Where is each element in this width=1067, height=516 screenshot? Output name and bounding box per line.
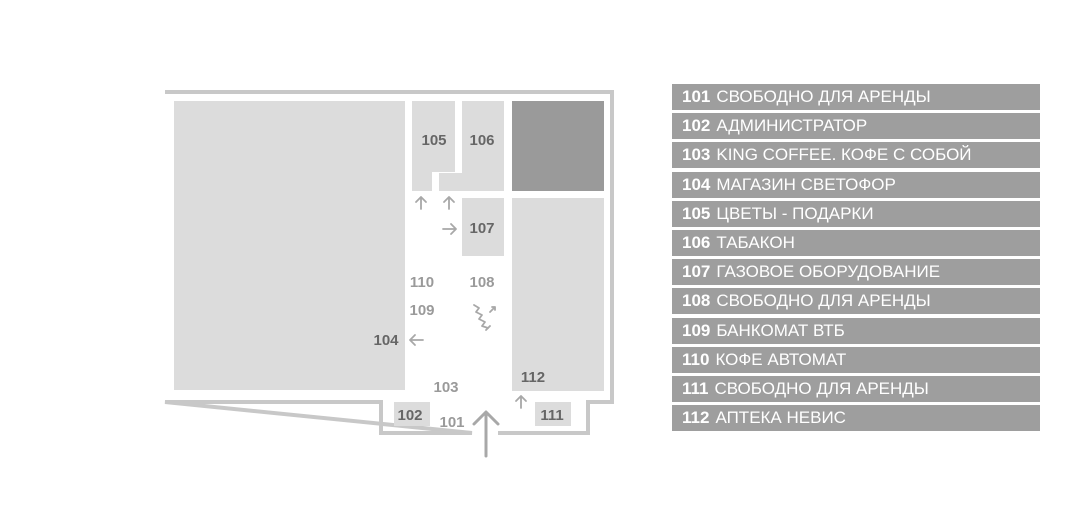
arrow-right-icon: [442, 223, 457, 235]
legend-name: KING COFFEE. КОФЕ С СОБОЙ: [716, 145, 972, 165]
legend-code: 110: [682, 349, 710, 369]
room-label-112: 112: [521, 369, 545, 386]
room-label-108: 108: [469, 274, 494, 291]
legend-code: 111: [682, 378, 709, 398]
floor-plan-map: 105 106 107 110 108 109 104 103 112 102 …: [164, 90, 614, 458]
room-label-103: 103: [433, 379, 458, 396]
arrow-up-icon: [443, 196, 455, 210]
room-105[interactable]: [412, 101, 455, 191]
legend-code: 102: [682, 116, 711, 136]
legend-code: 103: [682, 145, 711, 165]
arrow-left-icon: [409, 334, 424, 346]
legend-name: ТАБАКОН: [716, 232, 795, 252]
legend-name: АДМИНИСТРАТОР: [716, 116, 868, 136]
room-111[interactable]: [535, 402, 571, 426]
legend-name: СВОБОДНО ДЛЯ АРЕНДЫ: [716, 87, 931, 106]
legend-name: СВОБОДНО ДЛЯ АРЕНДЫ: [714, 378, 929, 398]
room-107[interactable]: [462, 198, 504, 256]
room-label-106: 106: [469, 132, 494, 149]
room-label-101: 101: [439, 414, 464, 431]
building-outline: [164, 90, 614, 435]
arrow-up-icon: [515, 395, 527, 409]
legend-code: 107: [682, 262, 711, 282]
room-label-105: 105: [421, 132, 446, 149]
room-label-104: 104: [373, 332, 399, 349]
legend-code: 112: [682, 408, 710, 428]
room-102[interactable]: [394, 402, 430, 426]
legend-code: 109: [682, 320, 711, 340]
legend-name: МАГАЗИН СВЕТОФОР: [716, 174, 896, 194]
legend-name: ГАЗОВОЕ ОБОРУДОВАНИЕ: [716, 262, 941, 282]
room-104[interactable]: [174, 101, 405, 390]
legend-row-101[interactable]: 101 СВОБОДНО ДЛЯ АРЕНДЫ: [672, 84, 1040, 110]
legend-code: 106: [682, 232, 711, 252]
room-label-110: 110: [410, 274, 434, 291]
legend-name: ЦВЕТЫ - ПОДАРКИ: [716, 203, 874, 223]
legend-name: БАНКОМАТ ВТБ: [716, 320, 845, 340]
room-label-102: 102: [397, 407, 422, 424]
legend-code: 104: [682, 174, 711, 194]
room-112[interactable]: [512, 198, 604, 391]
stairs-icon: [473, 304, 496, 331]
legend-name: КОФЕ АВТОМАТ: [715, 349, 847, 369]
room-label-107: 107: [469, 220, 494, 237]
legend-code: 108: [682, 291, 711, 311]
arrow-up-icon: [415, 196, 427, 210]
room-106[interactable]: [439, 101, 504, 191]
room-label-109: 109: [409, 302, 434, 319]
legend-name: АПТЕКА НЕВИС: [715, 408, 846, 428]
legend-code: 101: [682, 87, 711, 106]
entrance-arrow-icon[interactable]: [472, 410, 500, 458]
legend-code: 105: [682, 203, 711, 223]
room-dark-block: [512, 101, 604, 191]
room-label-111: 111: [540, 407, 563, 424]
legend-name: СВОБОДНО ДЛЯ АРЕНДЫ: [716, 291, 931, 311]
